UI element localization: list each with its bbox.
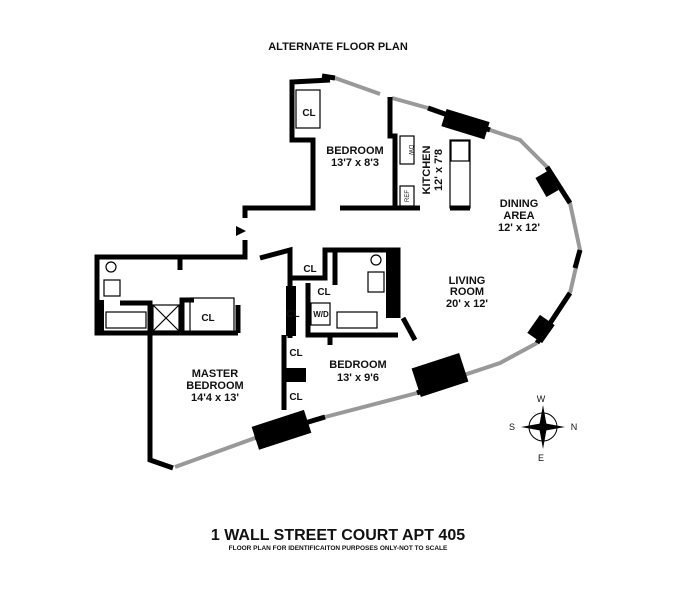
- bathtub: [336, 311, 378, 329]
- kitchen-name: KITCHEN: [421, 146, 433, 195]
- sink: [367, 271, 385, 293]
- bedroom2-size: 13' x 9'6: [337, 372, 379, 384]
- bedroom1-size: 13'7 x 8'3: [331, 157, 379, 169]
- master-size: 14'4 x 13': [191, 392, 239, 404]
- dining-size: 12' x 12': [498, 222, 540, 234]
- toilet: [105, 261, 117, 273]
- refrigerator: [399, 185, 415, 207]
- living-name2: ROOM: [450, 286, 484, 298]
- toilet: [370, 254, 382, 266]
- disclaimer: FLOOR PLAN FOR IDENTIFICAITON PURPOSES O…: [229, 545, 448, 552]
- compass-n: N: [571, 422, 578, 432]
- washer-dryer-box: [310, 302, 331, 326]
- closet-label: CL: [317, 287, 330, 298]
- compass-w: W: [537, 394, 546, 404]
- washer-dryer-label: W/D: [313, 310, 329, 319]
- columns: [96, 108, 559, 450]
- sink: [103, 279, 121, 297]
- master-bathtub: [105, 311, 147, 329]
- closet-label: CL: [302, 108, 315, 119]
- closet-outline: [189, 297, 235, 333]
- address-title: 1 WALL STREET COURT APT 405: [211, 527, 465, 544]
- living-name1: LIVING: [449, 275, 486, 287]
- fixtures: [103, 89, 471, 333]
- closet-label: CL: [201, 313, 214, 324]
- compass-s: S: [509, 422, 515, 432]
- dining-name2: AREA: [503, 210, 534, 222]
- living-size: 20' x 12': [446, 298, 488, 310]
- dishwasher: [399, 135, 415, 165]
- closet-label: CL: [286, 309, 299, 320]
- bedroom1-name: BEDROOM: [326, 145, 383, 157]
- stove: [450, 140, 470, 162]
- refrigerator-label: REF: [405, 190, 411, 202]
- compass-e: E: [538, 453, 544, 463]
- dishwasher-label: DW: [407, 145, 413, 155]
- closet-label: CL: [289, 348, 302, 359]
- closet-label: CL: [303, 264, 316, 275]
- master-name2: BEDROOM: [186, 380, 243, 392]
- kitchen-size: 12' x 7'8: [433, 149, 445, 191]
- dining-name1: DINING: [500, 198, 539, 210]
- closet-outline: [295, 89, 321, 129]
- entry-arrow-icon: [236, 226, 246, 236]
- kitchen-counter: [449, 139, 471, 209]
- closet-label: CL: [289, 392, 302, 403]
- plan-heading: ALTERNATE FLOOR PLAN: [268, 41, 408, 53]
- shower: [152, 304, 180, 332]
- compass-rose-icon: W S N E: [509, 394, 577, 463]
- master-name1: MASTER: [192, 368, 239, 380]
- bedroom2-name: BEDROOM: [329, 359, 386, 371]
